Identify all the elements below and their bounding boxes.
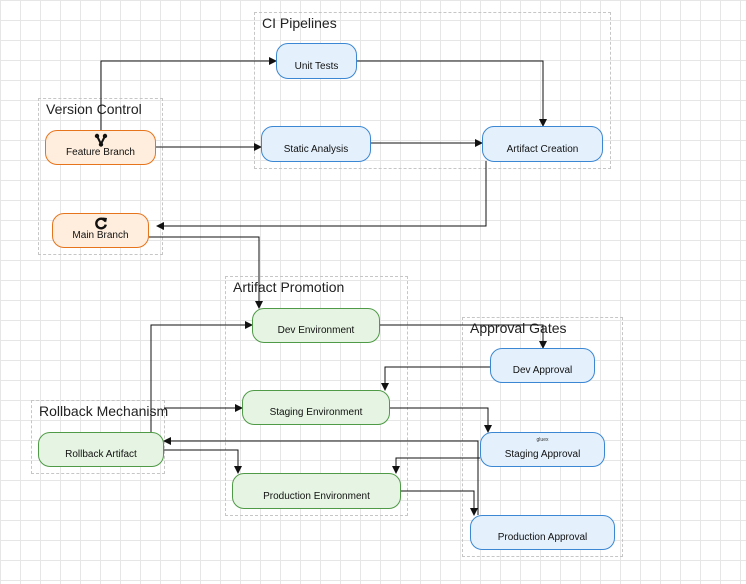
node-unit-tests[interactable]: Unit Tests <box>276 43 357 79</box>
node-staging-approval-label: Staging Approval <box>504 449 581 460</box>
node-staging-environment[interactable]: Staging Environment <box>242 390 390 425</box>
node-static-analysis[interactable]: Static Analysis <box>261 126 371 162</box>
group-ci-pipelines <box>254 12 611 169</box>
edge-staging-env-to-staging-approval <box>390 407 492 433</box>
group-approval-gates <box>462 317 623 557</box>
group-artifact-promotion <box>225 276 408 516</box>
edge-feature-to-unit-tests <box>100 57 277 130</box>
node-rollback-artifact-label: Rollback Artifact <box>65 449 137 460</box>
group-label-artifact-promotion: Artifact Promotion <box>233 279 345 295</box>
node-unit-tests-label: Unit Tests <box>294 61 339 72</box>
node-production-approval-label: Production Approval <box>497 532 588 543</box>
edge-unit-tests-to-artifact <box>357 60 547 127</box>
node-rollback-artifact[interactable]: Rollback Artifact <box>38 432 164 467</box>
edge-prod-env-to-prod-approval <box>401 490 478 516</box>
node-production-environment[interactable]: Production Environment <box>232 473 401 509</box>
node-dev-environment-label: Dev Environment <box>277 325 355 336</box>
edge-dev-approval-to-staging-env <box>381 366 490 391</box>
edge-main-to-dev-env <box>149 236 263 309</box>
node-staging-approval[interactable]: gluex Staging Approval <box>480 432 605 467</box>
node-feature-branch-label: Feature Branch <box>66 147 135 158</box>
node-static-analysis-label: Static Analysis <box>283 144 349 155</box>
edge-prod-approval-to-rollback <box>163 437 479 515</box>
refresh-cycle-icon <box>94 216 108 232</box>
group-label-ci-pipelines: CI Pipelines <box>262 15 337 31</box>
branch-merge-icon <box>94 133 108 149</box>
node-main-branch[interactable]: Main Branch <box>52 213 149 248</box>
group-label-approval-gates: Approval Gates <box>470 320 567 336</box>
staging-approval-tag: gluex <box>536 437 549 443</box>
node-main-branch-label: Main Branch <box>72 230 129 241</box>
edge-rollback-to-prod-env <box>164 449 242 474</box>
node-dev-approval[interactable]: Dev Approval <box>490 348 595 383</box>
edge-dev-env-to-dev-approval <box>380 324 547 349</box>
edge-staging-approval-to-prod-env <box>392 457 480 474</box>
node-dev-approval-label: Dev Approval <box>512 365 573 376</box>
node-feature-branch[interactable]: Feature Branch <box>45 130 156 165</box>
node-production-approval[interactable]: Production Approval <box>470 515 615 550</box>
node-staging-environment-label: Staging Environment <box>269 407 363 418</box>
edge-artifact-to-main <box>156 161 487 230</box>
node-dev-environment[interactable]: Dev Environment <box>252 308 380 343</box>
edge-rollback-to-dev-env <box>150 321 253 432</box>
node-artifact-creation-label: Artifact Creation <box>506 144 579 155</box>
group-label-rollback-mechanism: Rollback Mechanism <box>39 403 169 419</box>
node-artifact-creation[interactable]: Artifact Creation <box>482 126 603 162</box>
node-production-environment-label: Production Environment <box>263 491 370 502</box>
group-label-version-control: Version Control <box>46 101 142 117</box>
